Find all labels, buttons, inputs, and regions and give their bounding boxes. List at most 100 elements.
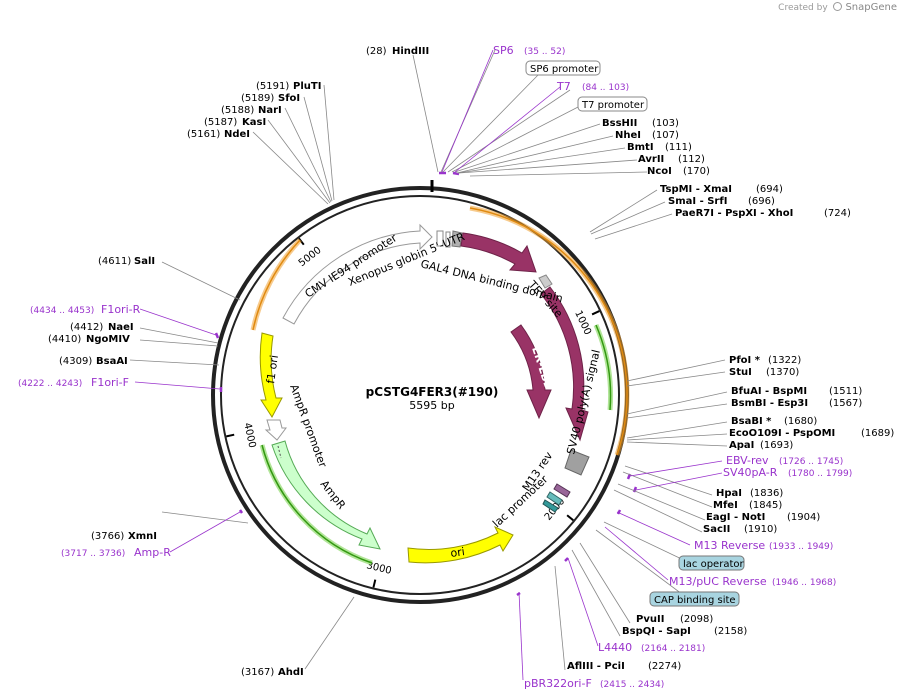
feature-label-f1ori: f1 ori: [264, 354, 281, 384]
box-sp6-promoter-label: SP6 promoter: [530, 64, 599, 75]
site-pos: (3167): [241, 667, 274, 678]
site-pos: (4309): [59, 356, 92, 367]
site-pos: (4611): [98, 256, 131, 267]
tick-label-4000: 4000: [241, 422, 257, 449]
feature-lac-promoter: [542, 499, 559, 513]
primer-range: (4222 .. 4243): [18, 379, 82, 389]
site-name: SacII: [703, 524, 730, 535]
tick-mark-4000: [226, 433, 235, 438]
site-name: HindIII: [392, 46, 429, 57]
feature-f1-ori: [259, 332, 283, 418]
primer-range: (35 .. 52): [524, 47, 565, 57]
site-pos: (1910): [744, 524, 777, 535]
site-name: PfoI *: [729, 355, 761, 366]
center-title: pCSTG4FER3(#190) 5595 bp: [366, 385, 499, 412]
site-name: TspMI - XmaI: [660, 184, 732, 195]
site-name: NheI: [615, 130, 641, 141]
site-name: AflIII - PciI: [567, 661, 625, 672]
site-name: PvuII: [636, 614, 664, 625]
site-pos: (112): [678, 154, 705, 165]
site-pos: (1836): [750, 488, 783, 499]
site-name: SfoI: [278, 93, 300, 104]
feature-label-ori: ori: [450, 545, 466, 560]
site-pos: (3766): [91, 531, 124, 542]
tick-mark-1000: [591, 310, 600, 316]
feature-tev: [538, 274, 553, 289]
primer-range: (1780 .. 1799): [788, 469, 852, 479]
site-pos: (1322): [768, 355, 801, 366]
feature-arrows: [259, 180, 590, 564]
site-pos: (5161): [187, 129, 220, 140]
box-sp6-promoter: [525, 60, 601, 76]
site-pos: (5191): [256, 81, 289, 92]
site-name: KasI: [242, 117, 266, 128]
primer-range: (1946 .. 1968): [772, 578, 836, 588]
site-pos: (111): [665, 142, 692, 153]
tick-label-5000: 5000: [297, 245, 324, 269]
site-pos: (1845): [749, 500, 782, 511]
feature-ert2: [540, 286, 589, 442]
primer-name: M13 Reverse: [694, 539, 765, 552]
box-cap-binding: [649, 591, 740, 607]
box-cap-binding-label: CAP binding site: [654, 595, 736, 606]
site-name: BsaBI *: [731, 416, 772, 427]
site-pos: (2098): [680, 614, 713, 625]
credit-brand: SnapGene: [845, 2, 897, 13]
site-name: MfeI: [713, 500, 738, 511]
feature-label-lac-promoter: lac promoter: [490, 472, 551, 530]
primer-range: (4434 .. 4453): [30, 306, 94, 316]
plasmid-name: pCSTG4FER3(#190): [366, 385, 499, 399]
site-pos: (5189): [241, 93, 274, 104]
tick-mark-3000: [372, 579, 377, 588]
site-name: XmnI: [128, 531, 157, 542]
site-pos: (1680): [784, 416, 817, 427]
primer-leader-lines: [134, 49, 723, 681]
site-name: SalI: [134, 256, 155, 267]
site-name: BmtI: [627, 142, 654, 153]
site-pos: (1904): [787, 512, 820, 523]
site-pos: (696): [748, 196, 775, 207]
plasmid-size: 5595 bp: [409, 399, 454, 412]
primer-name: L4440: [598, 641, 632, 654]
site-name: BsaAI: [96, 356, 128, 367]
site-name: PaeR7I - PspXI - XhoI: [675, 208, 793, 219]
site-name: BssHII: [602, 118, 637, 129]
primer-name: Amp-R: [134, 546, 171, 559]
primer-name: F1ori-F: [91, 376, 129, 389]
site-pos: (1689): [861, 428, 894, 439]
box-lac-operator: [678, 555, 745, 571]
feature-er-lbd: [510, 324, 552, 420]
primer-range: (2415 .. 2434): [600, 680, 664, 690]
site-name: AhdI: [278, 667, 304, 678]
feature-sp6: [445, 231, 451, 248]
site-pos: (1693): [760, 440, 793, 451]
site-name: NaeI: [108, 322, 134, 333]
site-pos: (5188): [221, 105, 254, 116]
primer-name: pBR322ori-F: [524, 677, 592, 690]
primer-name: T7: [556, 80, 571, 93]
primer-range: (2164 .. 2181): [641, 644, 705, 654]
site-pos: (4410): [48, 334, 81, 345]
site-name: AvrII: [638, 154, 664, 165]
primer-labels: SP6 (35 .. 52) T7 (84 .. 103) EBV-rev (1…: [18, 44, 852, 690]
snapgene-logo-icon: [832, 2, 842, 11]
site-name: PluTI: [293, 81, 321, 92]
site-pos: (2158): [714, 626, 747, 637]
boxed-labels: SP6 promoter T7 promoter lac operator CA…: [525, 60, 745, 607]
feature-sv40-polya: [564, 449, 590, 476]
site-pos: (694): [756, 184, 783, 195]
site-name: BspQI - SapI: [622, 626, 691, 637]
site-pos: (28): [366, 46, 387, 57]
site-name: EagI - NotI: [706, 512, 765, 523]
site-pos: (1370): [766, 367, 799, 378]
site-pos: (4412): [70, 322, 103, 333]
site-name: HpaI: [716, 488, 742, 499]
primer-name: M13/pUC Reverse: [669, 575, 767, 588]
primer-name: SP6: [493, 44, 514, 57]
feature-ori: [407, 525, 514, 564]
outer-arcs: [250, 205, 630, 566]
primer-name: F1ori-R: [101, 303, 141, 316]
primer-range: (1726 .. 1745): [779, 457, 843, 467]
primer-name: EBV-rev: [726, 454, 769, 467]
site-pos: (5187): [204, 117, 237, 128]
